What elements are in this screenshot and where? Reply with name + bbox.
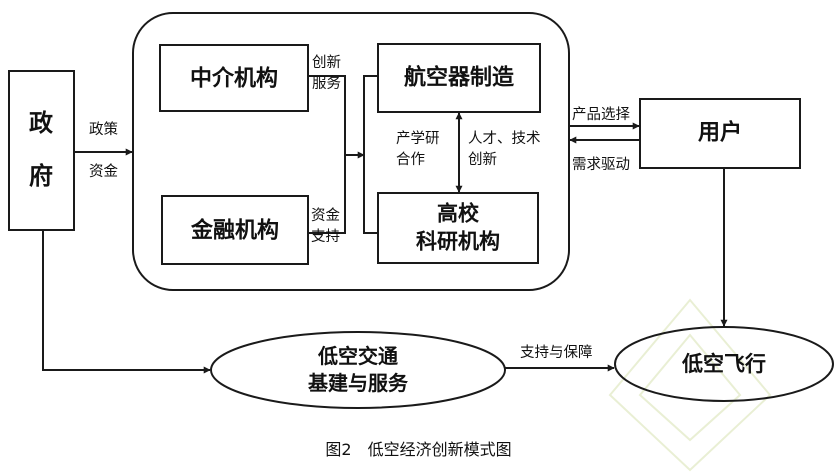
infrastructure-label-line1: 低空交通 bbox=[318, 344, 398, 368]
funding-support-line1: 资金 bbox=[311, 208, 340, 224]
flight-ellipse bbox=[614, 326, 834, 402]
talent-tech-line2: 创新 bbox=[468, 152, 497, 169]
government-label-line1: 政 bbox=[29, 109, 53, 138]
industry-research-line2: 合作 bbox=[396, 152, 425, 169]
infrastructure-label-line2: 基建与服务 bbox=[308, 371, 408, 395]
innovation-ecosystem-container bbox=[132, 12, 570, 291]
finance-box bbox=[161, 195, 309, 265]
innovation-service-line2: 服务 bbox=[312, 76, 341, 93]
industry-research-line1: 产学研 bbox=[396, 131, 440, 147]
talent-tech-edge-label: 人才、技术 创新 bbox=[468, 129, 541, 171]
university-label: 高校 科研机构 bbox=[416, 200, 500, 257]
product-choice-edge-label: 产品选择 bbox=[572, 107, 630, 123]
user-label: 用户 bbox=[697, 120, 743, 146]
figure-caption: 图2 低空经济创新模式图 bbox=[325, 440, 512, 459]
university-label-line1: 高校 bbox=[437, 201, 479, 226]
flight-label: 低空飞行 bbox=[682, 351, 766, 376]
innovation-service-edge-label: 创新 服务 bbox=[312, 53, 341, 95]
intermediary-label: 中介机构 bbox=[189, 66, 279, 92]
aircraft-branch bbox=[363, 75, 378, 234]
policy-edge-label: 政策 bbox=[89, 122, 118, 138]
funds-edge-label: 资金 bbox=[89, 164, 118, 180]
demand-driven-edge-label: 需求驱动 bbox=[572, 157, 630, 173]
government-label: 政 府 bbox=[29, 97, 53, 203]
finance-label: 金融机构 bbox=[190, 218, 280, 244]
aircraft-box bbox=[377, 43, 541, 113]
government-label-line2: 府 bbox=[29, 162, 53, 190]
user-box bbox=[639, 98, 801, 169]
watermark-shape bbox=[608, 298, 772, 472]
government-box bbox=[8, 70, 75, 231]
university-label-line2: 科研机构 bbox=[416, 230, 500, 254]
gov-to-infrastructure-arrow bbox=[42, 230, 211, 374]
infrastructure-label: 低空交通 基建与服务 bbox=[308, 343, 408, 397]
industry-research-edge-label: 产学研 合作 bbox=[396, 129, 440, 171]
support-guarantee-edge-label: 支持与保障 bbox=[520, 345, 593, 361]
intermediary-connector bbox=[308, 75, 346, 155]
infrastructure-ellipse bbox=[210, 331, 506, 409]
aircraft-label: 航空器制造 bbox=[403, 65, 515, 91]
funding-support-line2: 支持 bbox=[311, 229, 340, 246]
talent-tech-line1: 人才、技术 bbox=[468, 131, 541, 147]
university-box bbox=[377, 192, 539, 264]
finance-connector bbox=[308, 155, 346, 234]
intermediary-box bbox=[159, 44, 309, 112]
funding-support-edge-label: 资金 支持 bbox=[311, 206, 340, 248]
innovation-service-line1: 创新 bbox=[312, 55, 341, 71]
